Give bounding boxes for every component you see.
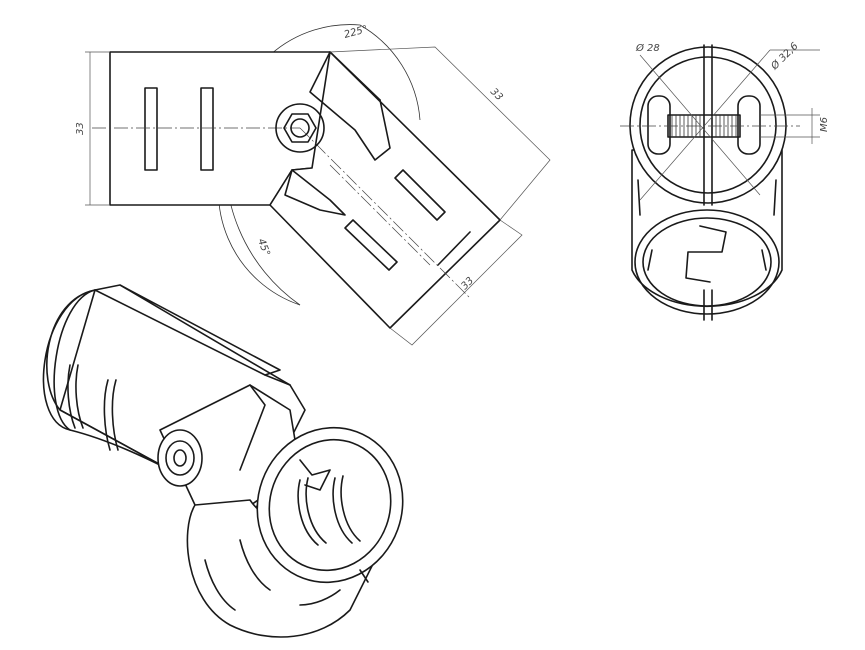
iso-hinge-edge bbox=[239, 384, 266, 471]
dim-diag-lower-line bbox=[389, 219, 523, 346]
upper-ring-inner bbox=[639, 56, 777, 194]
bolt-inner bbox=[290, 118, 310, 138]
side-slot-r1 bbox=[773, 179, 777, 216]
dim-diag-upper-line bbox=[329, 46, 551, 221]
slot-2 bbox=[200, 87, 214, 171]
isometric-view bbox=[42, 284, 404, 638]
slot-5 bbox=[437, 231, 471, 266]
iso-ring-slot-2 bbox=[332, 475, 361, 544]
iso-slot-2 bbox=[103, 379, 119, 451]
side-view: Ø 28 Ø 32,6 M6 bbox=[620, 40, 830, 321]
iso-ring-slot-1 bbox=[297, 477, 327, 546]
centerline-diag-2 bbox=[329, 164, 431, 266]
hinge-detail-2 bbox=[284, 169, 346, 216]
iso-lower-slot-2 bbox=[239, 539, 271, 591]
side-slot-r2 bbox=[761, 249, 767, 271]
slot-1 bbox=[144, 87, 158, 171]
lower-cylinder-top bbox=[634, 209, 780, 315]
bolt-hex bbox=[283, 113, 317, 143]
upper-ring-outer bbox=[629, 46, 787, 204]
iso-slot-1 bbox=[67, 364, 84, 429]
iso-top-band bbox=[94, 284, 291, 386]
iso-ring-split bbox=[359, 569, 369, 583]
dim-left-line bbox=[85, 51, 110, 206]
screw-nut bbox=[737, 95, 761, 155]
iso-lower-slot-3 bbox=[299, 589, 341, 606]
iso-tube-end-rim bbox=[53, 289, 96, 431]
centerline-diag bbox=[299, 127, 471, 299]
split-line-low bbox=[703, 289, 713, 321]
iso-bolt-nut bbox=[165, 440, 195, 476]
dim-outer-diam-text: Ø 32,6 bbox=[768, 40, 801, 73]
dim-m6-text: M6 bbox=[819, 117, 830, 132]
iso-ring-inner bbox=[268, 438, 392, 572]
bolt-outer bbox=[275, 103, 325, 153]
dim-inner-diam-line bbox=[639, 54, 761, 196]
dim-left-text: 33 bbox=[75, 122, 86, 135]
dim-m6-line bbox=[760, 108, 820, 144]
hinge-detail bbox=[309, 51, 391, 161]
lower-cylinder-inner bbox=[642, 217, 772, 307]
screw-head bbox=[647, 95, 671, 155]
split-line bbox=[703, 44, 713, 206]
dim-outer-diam-line bbox=[639, 49, 820, 201]
side-slot-l1 bbox=[637, 179, 641, 216]
dim-inner-diam-text: Ø 28 bbox=[635, 42, 660, 54]
dim-diag-upper-text: 33 bbox=[488, 86, 505, 103]
iso-bolt-hole bbox=[173, 449, 187, 467]
top-view: 33 33 33 225° 45° bbox=[75, 24, 551, 346]
bracket-notch bbox=[685, 225, 727, 283]
angle-225-text: 225° bbox=[343, 24, 369, 41]
iso-bolt-outer bbox=[157, 429, 203, 487]
iso-ring-notch bbox=[299, 459, 331, 491]
slot-3 bbox=[394, 169, 446, 221]
side-slot-l2 bbox=[647, 249, 653, 271]
iso-ring-outer bbox=[256, 426, 404, 584]
slot-4 bbox=[344, 219, 398, 271]
angle-45-text: 45° bbox=[255, 237, 271, 257]
iso-lower-slot-1 bbox=[204, 559, 236, 611]
iso-tube-end bbox=[42, 289, 171, 471]
